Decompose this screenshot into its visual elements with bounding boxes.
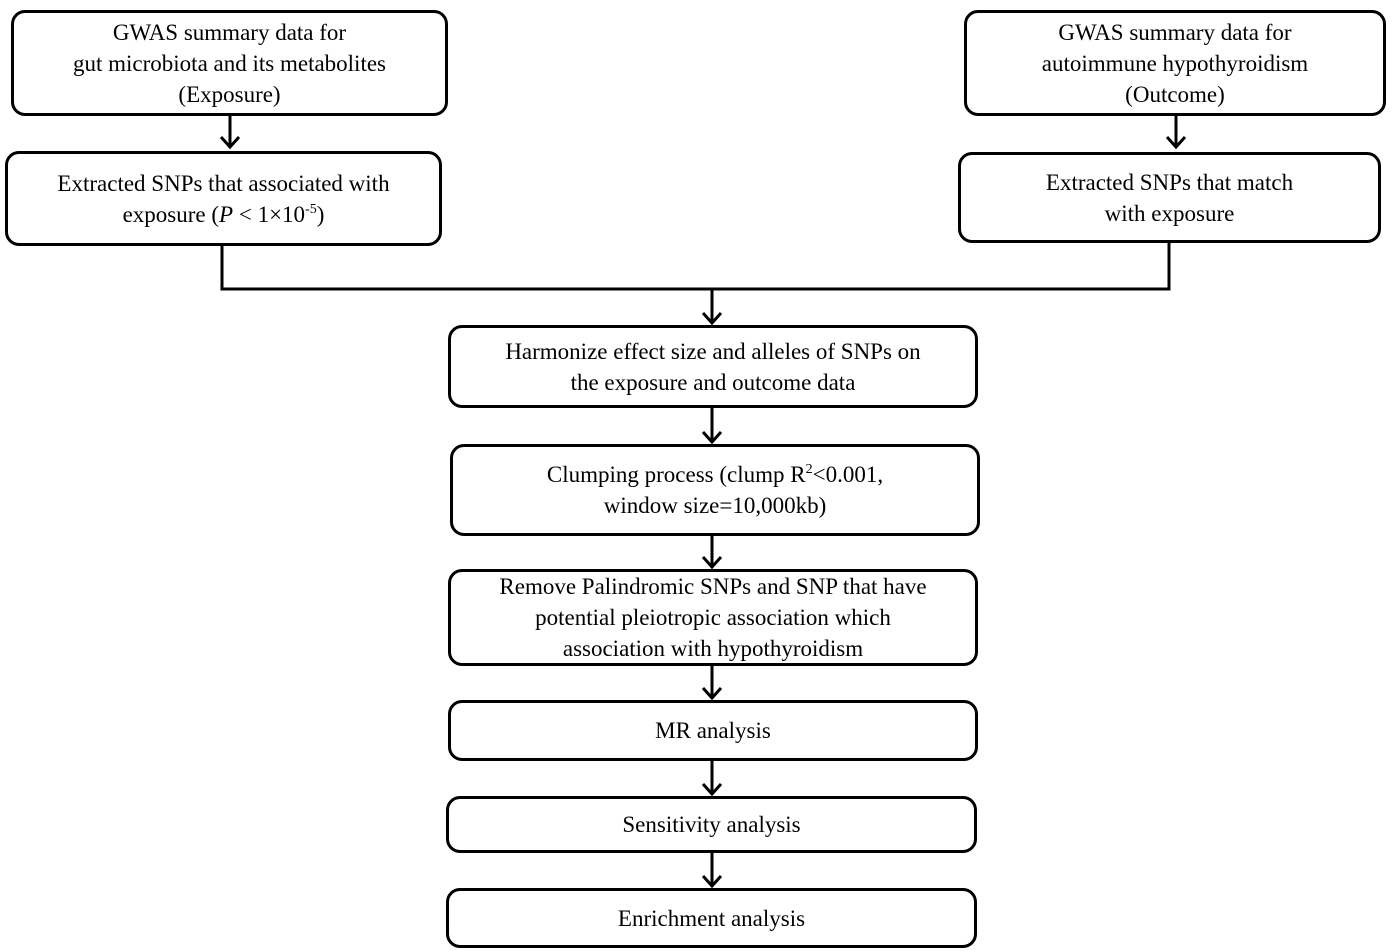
enrichment-analysis-label: Enrichment analysis (617, 905, 806, 931)
outcome-snps-box: Extracted SNPs that match with exposure (958, 152, 1381, 243)
exposure-snps-line2: exposure (P < 1×10-5) (57, 199, 389, 230)
exposure-source-box: GWAS summary data for gut microbiota and… (11, 10, 448, 116)
arrowhead-clumping-to-remove (701, 555, 723, 570)
remove-snps-line1: Remove Palindromic SNPs and SNP that hav… (499, 574, 927, 599)
exposure-source-line2: gut microbiota and its metabolites (73, 50, 386, 76)
harmonize-box: Harmonize effect size and alleles of SNP… (448, 325, 978, 408)
p-value-symbol: P (219, 201, 234, 227)
exposure-snps-box: Extracted SNPs that associated with expo… (5, 151, 442, 246)
arrowhead-outcome-to-extract (1165, 135, 1187, 150)
outcome-source-box: GWAS summary data for autoimmune hypothy… (964, 10, 1386, 116)
arrowhead-sensitivity-to-enrichment (701, 874, 723, 889)
merge-connector (220, 243, 1171, 291)
harmonize-line2: the exposure and outcome data (570, 369, 856, 395)
clumping-line1: Clumping process (clump R2<0.001, (547, 459, 883, 490)
clumping-line2: window size=10,000kb) (603, 493, 827, 518)
remove-snps-line3: association with hypothyroidism (562, 636, 864, 661)
outcome-source-line1: GWAS summary data for (1058, 19, 1292, 45)
exposure-source-line1: GWAS summary data for (112, 19, 347, 45)
clumping-r-squared-exponent: 2 (805, 462, 813, 477)
exposure-snps-line1: Extracted SNPs that associated with (57, 170, 390, 196)
remove-snps-line2: potential pleiotropic association which (535, 605, 891, 630)
sensitivity-analysis-box: Sensitivity analysis (446, 796, 977, 853)
clumping-box: Clumping process (clump R2<0.001, window… (450, 444, 980, 536)
arrowhead-remove-to-mr (701, 686, 723, 701)
mr-analysis-label: MR analysis (655, 718, 771, 743)
remove-snps-box: Remove Palindromic SNPs and SNP that hav… (448, 569, 978, 666)
p-value-exponent: -5 (305, 201, 317, 217)
clumping-prefix: Clumping process (clump R (546, 462, 806, 487)
exposure-snps-suffix: ) (316, 201, 325, 227)
p-value-threshold: < 1×10 (233, 201, 306, 227)
outcome-snps-line1: Extracted SNPs that match (1045, 169, 1294, 195)
outcome-source-line2: autoimmune hypothyroidism (1041, 50, 1309, 76)
clumping-threshold: <0.001, (812, 462, 884, 487)
arrowhead-harmonize-to-clumping (701, 430, 723, 445)
sensitivity-analysis-label: Sensitivity analysis (622, 812, 801, 837)
exposure-snps-prefix: exposure ( (122, 201, 220, 227)
arrowhead-mr-to-sensitivity (701, 782, 723, 797)
outcome-snps-line2: with exposure (1104, 200, 1235, 226)
exposure-source-line3: (Exposure) (178, 81, 281, 107)
arrowhead-exposure-to-extract (219, 135, 241, 150)
outcome-source-line3: (Outcome) (1125, 81, 1225, 107)
mr-analysis-box: MR analysis (448, 700, 978, 761)
arrowhead-merge-to-harmonize (701, 311, 723, 326)
enrichment-analysis-box: Enrichment analysis (446, 888, 977, 948)
harmonize-line1: Harmonize effect size and alleles of SNP… (505, 338, 921, 364)
